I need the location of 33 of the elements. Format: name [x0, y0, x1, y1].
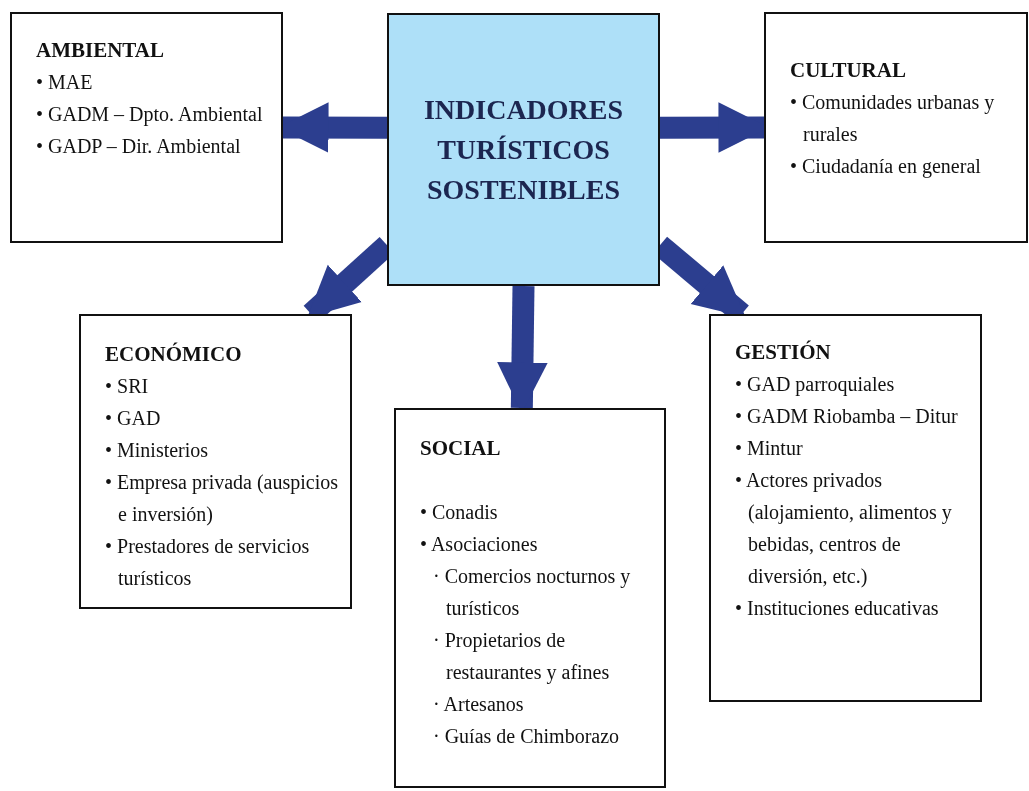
category-box [394, 408, 666, 788]
section-heading: ECONÓMICO [105, 341, 243, 368]
list-item: • Actores privados (alojamiento, alimentos y bebidas, centros de diversión, etc.) [735, 468, 953, 590]
list-item: • GAD [105, 406, 162, 431]
category-box [764, 12, 1028, 243]
list-item: • SRI [105, 374, 150, 399]
list-item: • MAE [36, 70, 94, 95]
section-heading: AMBIENTAL [36, 37, 165, 64]
category-box [10, 12, 283, 243]
list-item: • Instituciones educativas [735, 596, 940, 621]
list-item: • Ministerios [105, 438, 210, 463]
list-item: • Empresa privada (auspicios e inversión) [105, 470, 340, 528]
list-item: • Conadis [420, 500, 499, 525]
section-heading: GESTIÓN [735, 339, 832, 366]
list-item: • GAD parroquiales [735, 372, 896, 398]
list-item: · Guías de Chimborazo [432, 724, 621, 749]
category-box [79, 314, 352, 609]
list-item: • Comunidades urbanas y rurales [790, 90, 996, 147]
list-item: • Prestadores de servicios turísticos [105, 534, 311, 591]
list-item: • Mintur [735, 436, 804, 461]
title-box [387, 13, 660, 286]
section-heading: SOCIAL [420, 435, 502, 462]
section-heading: CULTURAL [790, 57, 907, 84]
list-item: • Ciudadanía en general [790, 154, 982, 180]
list-item: • GADM – Dpto. Ambiental [36, 102, 264, 128]
list-item: • GADP – Dir. Ambiental [36, 134, 242, 159]
list-item: · Propietarios de restaurantes y afines [432, 628, 611, 686]
title-text: INDICADORES TURÍSTICOS SOSTENIBLES [422, 92, 625, 207]
list-item: • Asociaciones [420, 532, 539, 557]
list-item: · Comercios nocturnos y turísticos [432, 564, 632, 621]
category-box [709, 314, 982, 702]
list-item: • GADM Riobamba – Ditur [735, 404, 959, 429]
list-item: · Artesanos [432, 692, 525, 717]
